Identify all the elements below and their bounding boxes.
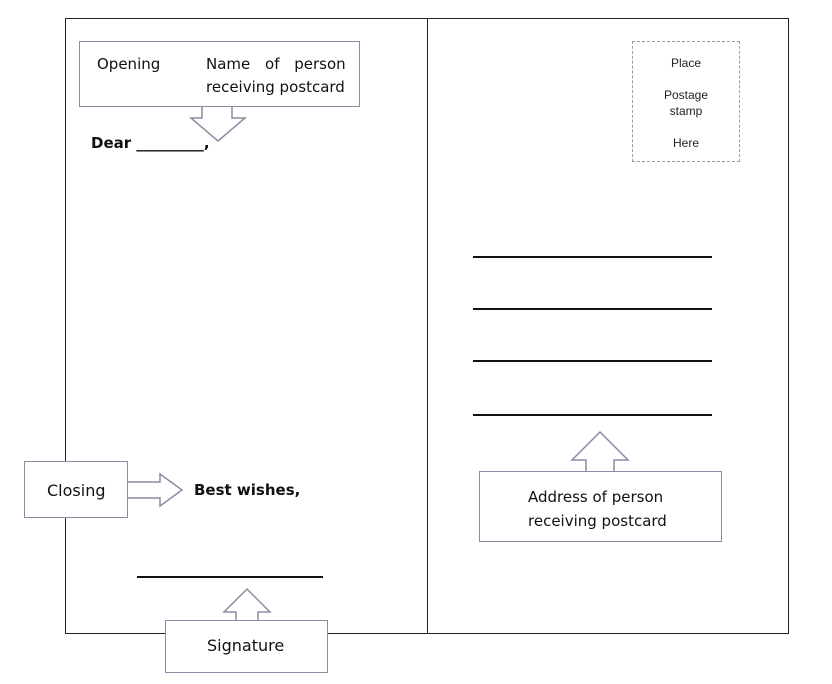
postcard-center-divider <box>427 18 428 634</box>
recipient-name-label-line2: receiving postcard <box>206 78 345 96</box>
address-line-2 <box>473 308 712 310</box>
address-line-3 <box>473 360 712 362</box>
recipient-name-label-line1: Name of person <box>206 55 346 73</box>
address-callout <box>479 471 722 542</box>
address-line-1 <box>473 256 712 258</box>
stamp-text-line3: stamp <box>669 104 703 118</box>
closing-callout <box>24 461 128 518</box>
address-callout-line2: receiving postcard <box>528 512 667 530</box>
signature-callout <box>165 620 328 673</box>
greeting-text: Dear _________, <box>91 134 210 152</box>
closing-text: Best wishes, <box>194 481 301 499</box>
address-callout-line1: Address of person <box>528 488 664 506</box>
opening-label: Opening <box>97 55 161 73</box>
stamp-text-line2: Postage <box>663 88 709 102</box>
stamp-text-line4: Here <box>672 136 699 150</box>
signature-label: Signature <box>207 636 285 655</box>
signature-line <box>137 576 323 578</box>
stamp-text-line1: Place <box>670 56 702 70</box>
closing-callout-label: Closing <box>47 481 106 500</box>
postage-stamp-area: Place Postage stamp Here <box>632 41 740 162</box>
address-line-4 <box>473 414 712 416</box>
opening-callout <box>79 41 360 107</box>
